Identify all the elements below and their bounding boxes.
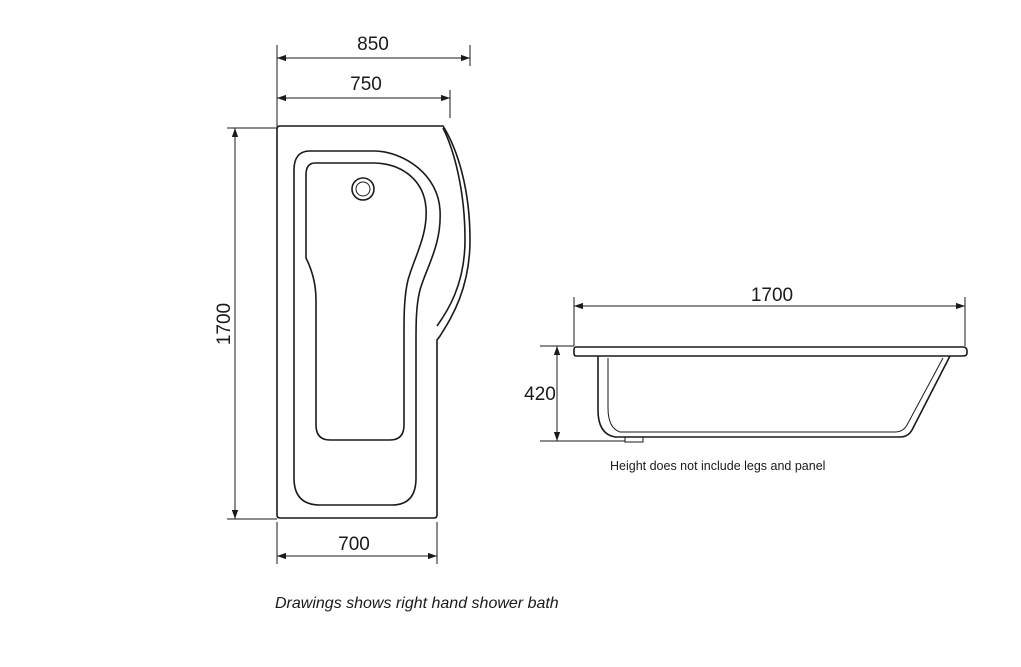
dimension-label-length-plan: 1700 [214, 303, 235, 345]
side-view: 1700 420 Height does not include legs an… [524, 285, 968, 473]
bath-inner-rim [293, 150, 441, 506]
side-foot [624, 436, 644, 443]
side-tub-body [597, 355, 951, 438]
dimension-label-750: 750 [350, 74, 382, 95]
side-tub-inner-edge [607, 357, 944, 433]
drain-outer-circle [351, 177, 375, 201]
plan-view: 850 750 1700 700 [214, 34, 471, 564]
dimension-label-850: 850 [357, 34, 389, 55]
bath-outer-outline [276, 125, 471, 519]
drawing-caption: Drawings shows right hand shower bath [275, 595, 559, 612]
drain-inner-circle [355, 181, 371, 197]
bath-screen-edge [436, 127, 466, 327]
dimension-label-700: 700 [338, 534, 370, 555]
side-rim [573, 346, 968, 357]
dimension-label-height: 420 [524, 384, 556, 405]
height-note: Height does not include legs and panel [610, 459, 825, 473]
dimension-label-length-side: 1700 [751, 285, 793, 306]
bath-basin-floor [305, 162, 427, 441]
